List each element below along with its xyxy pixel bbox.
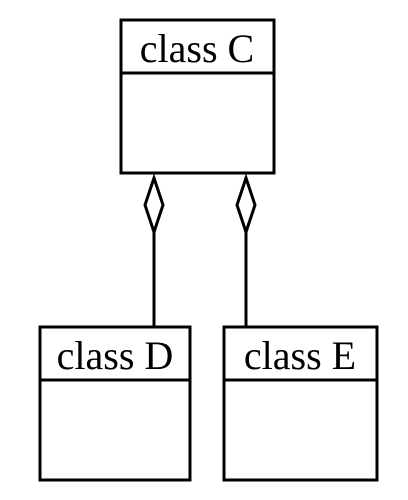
class-box-c-name: class C [140,26,254,71]
class-box-c[interactable]: class C [119,18,276,175]
aggregation-c-d [143,173,165,326]
class-box-e-name: class E [244,333,356,378]
class-box-e[interactable]: class E [222,325,379,482]
class-box-e-border [222,325,379,482]
class-box-c-border [119,18,276,175]
class-box-d-name: class D [57,333,174,378]
aggregation-diamond-c-e [235,173,257,237]
class-box-d-border [38,325,192,482]
aggregation-c-e [235,173,257,326]
aggregation-diamond-c-d [143,173,165,237]
class-box-d[interactable]: class D [38,325,192,482]
